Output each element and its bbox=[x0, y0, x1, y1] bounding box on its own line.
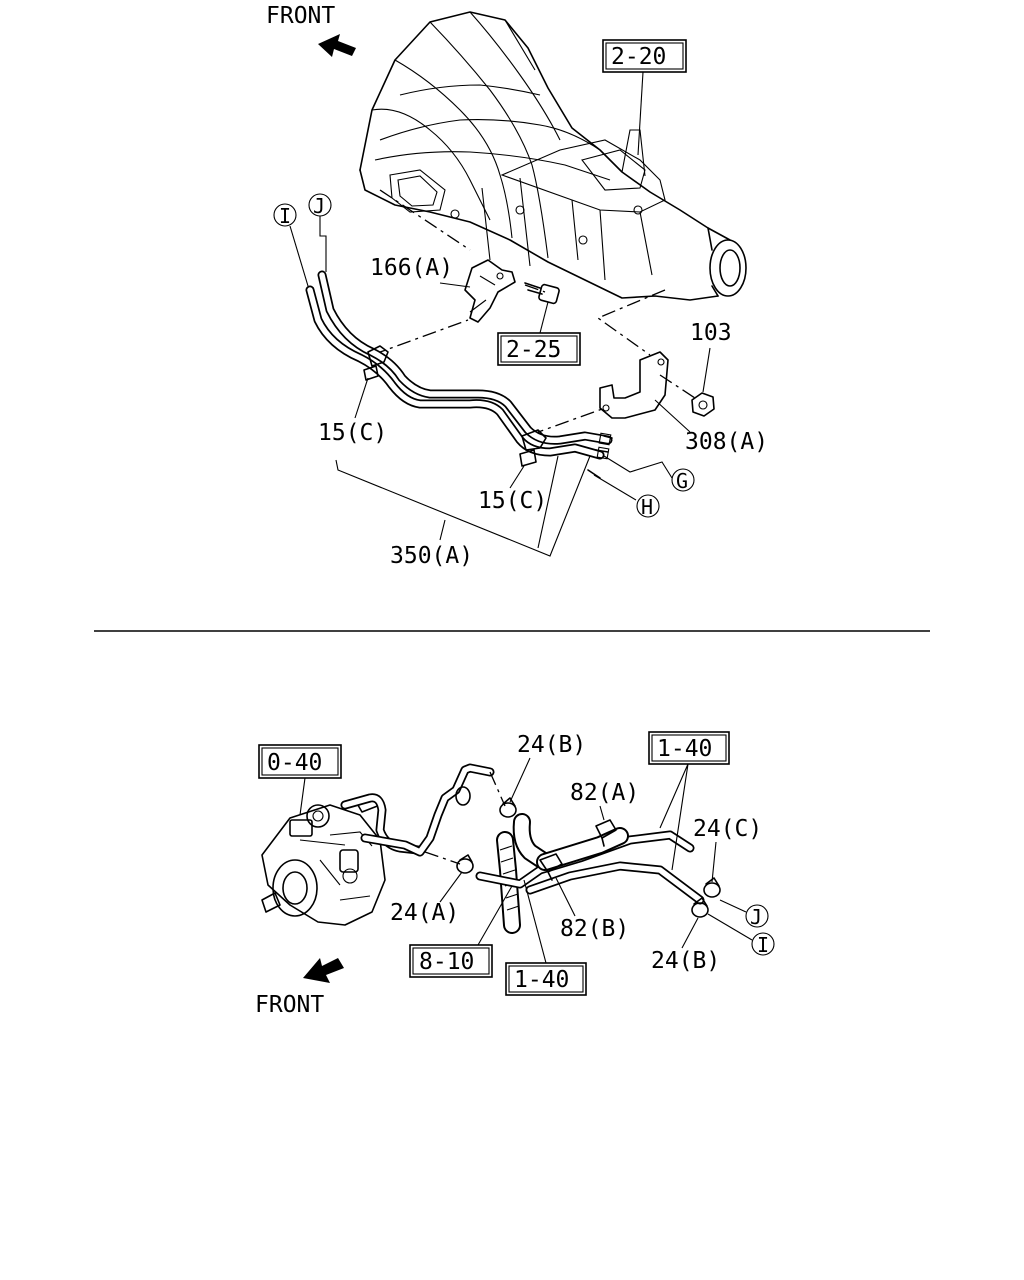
leader-2-20 bbox=[637, 71, 644, 156]
part-label-103: 103 bbox=[690, 320, 732, 346]
ref-box-1-40-top bbox=[648, 731, 730, 765]
ref-box-1-40-bottom-inner bbox=[508, 965, 584, 993]
ref-box-8-10-inner bbox=[412, 947, 490, 975]
fuel-pump bbox=[261, 795, 386, 926]
leader-82a bbox=[599, 805, 605, 821]
bracket-308a bbox=[599, 351, 669, 419]
connector-j-label-bottom: J bbox=[750, 905, 762, 929]
leader-24a bbox=[439, 871, 463, 903]
connector-h-circle bbox=[636, 494, 660, 518]
banjo-fitting bbox=[455, 786, 471, 806]
ref-box-8-10 bbox=[409, 944, 493, 978]
ref-label-1-40-bottom: 1-40 bbox=[514, 967, 569, 993]
bolt-2-25 bbox=[524, 282, 560, 305]
leader-103 bbox=[702, 347, 711, 393]
leader-0-40 bbox=[299, 777, 306, 816]
bottom-view: 0-40 24(A) bbox=[255, 731, 775, 1018]
transmission-case bbox=[359, 11, 747, 301]
part-label-24b-top: 24(B) bbox=[517, 732, 586, 758]
front-label-bottom: FRONT bbox=[255, 992, 324, 1018]
fitting-h bbox=[587, 469, 601, 479]
ref-box-2-25 bbox=[497, 332, 581, 366]
ref-box-0-40-inner bbox=[261, 747, 339, 776]
ref-label-2-25: 2-25 bbox=[506, 337, 561, 363]
part-label-308a: 308(A) bbox=[685, 429, 768, 455]
part-label-15c-lower: 15(C) bbox=[478, 488, 547, 514]
alignment-line-clip-lower bbox=[529, 407, 606, 436]
leader-connector-i-bottom bbox=[707, 913, 753, 941]
leader-82b bbox=[555, 877, 576, 917]
leader-15c-lower bbox=[509, 465, 525, 489]
leader-350a bbox=[439, 519, 446, 541]
alignment-line-24a bbox=[424, 851, 461, 865]
leader-connector-j-top bbox=[319, 216, 327, 272]
ref-label-0-40: 0-40 bbox=[267, 750, 322, 776]
part-label-350a: 350(A) bbox=[390, 543, 473, 569]
rubber-hoses bbox=[475, 813, 705, 934]
connector-j-label-top: J bbox=[313, 194, 325, 218]
clip-15c-upper bbox=[363, 345, 389, 381]
alignment-line-bolt bbox=[524, 284, 546, 293]
pump-feed-pipe-inner bbox=[362, 765, 493, 855]
ref-label-1-40-top: 1-40 bbox=[657, 736, 712, 762]
clamp-24b-bottom bbox=[691, 897, 709, 918]
clamp-24c bbox=[703, 877, 721, 898]
leader-2-25 bbox=[539, 301, 549, 334]
leader-350a-inner bbox=[537, 455, 559, 549]
ref-box-2-25-inner bbox=[500, 335, 578, 363]
ref-box-2-20-inner bbox=[605, 42, 684, 70]
ref-box-1-40-top-inner bbox=[651, 734, 727, 762]
leader-350a-bracket bbox=[335, 455, 591, 557]
clamp-24a bbox=[456, 854, 474, 874]
leader-8-10 bbox=[477, 885, 513, 946]
connector-h-label: H bbox=[641, 495, 653, 519]
clamp-24b-top bbox=[499, 797, 517, 818]
nut-103 bbox=[691, 392, 715, 417]
front-arrow-top bbox=[318, 34, 356, 57]
front-arrow-bottom bbox=[303, 958, 344, 983]
front-label-top: FRONT bbox=[266, 3, 335, 29]
leader-15c-upper bbox=[354, 377, 369, 419]
leader-connector-i-top bbox=[289, 225, 309, 287]
leader-connector-g bbox=[603, 455, 673, 479]
part-label-166a: 166(A) bbox=[370, 255, 453, 281]
leader-connector-j-bottom bbox=[719, 899, 747, 913]
clip-15c-lower bbox=[519, 429, 547, 467]
ref-box-2-20 bbox=[602, 39, 687, 73]
alignment-line-clip-upper bbox=[371, 319, 469, 356]
leader-308a bbox=[654, 399, 691, 433]
ref-label-2-20: 2-20 bbox=[611, 44, 666, 70]
alignment-line-bracket bbox=[379, 189, 471, 251]
connector-i-label-top: I bbox=[279, 204, 291, 228]
part-label-24b-bottom: 24(B) bbox=[651, 948, 720, 974]
leader-24b-bottom bbox=[681, 917, 699, 949]
connector-g-circle bbox=[671, 468, 695, 492]
leader-166a bbox=[439, 282, 471, 288]
leader-connector-h bbox=[593, 474, 637, 501]
alignment-line-24b-top bbox=[489, 771, 506, 807]
leader-24b-top bbox=[509, 757, 531, 803]
leader-1-40-bottom bbox=[523, 879, 547, 964]
connector-j-circle-bottom bbox=[745, 904, 769, 928]
connector-i-circle-bottom bbox=[751, 932, 775, 956]
part-label-24a: 24(A) bbox=[390, 900, 459, 926]
part-label-82b: 82(B) bbox=[560, 916, 629, 942]
part-label-15c-upper: 15(C) bbox=[318, 420, 387, 446]
part-label-82a: 82(A) bbox=[570, 780, 639, 806]
connector-g-label: G bbox=[676, 469, 688, 493]
ref-label-8-10: 8-10 bbox=[419, 949, 474, 975]
bracket-166a bbox=[464, 259, 516, 323]
part-label-24c: 24(C) bbox=[693, 816, 762, 842]
top-view: FRONT bbox=[266, 3, 768, 569]
connector-i-label-bottom: I bbox=[757, 933, 769, 957]
clip-82b bbox=[539, 853, 563, 881]
connector-i-circle-top bbox=[273, 203, 297, 227]
alignment-line-308a bbox=[596, 289, 666, 356]
clip-82a bbox=[595, 819, 617, 847]
leader-1-40-top bbox=[659, 763, 689, 871]
ref-box-0-40 bbox=[258, 744, 342, 779]
leader-24c bbox=[711, 841, 717, 883]
